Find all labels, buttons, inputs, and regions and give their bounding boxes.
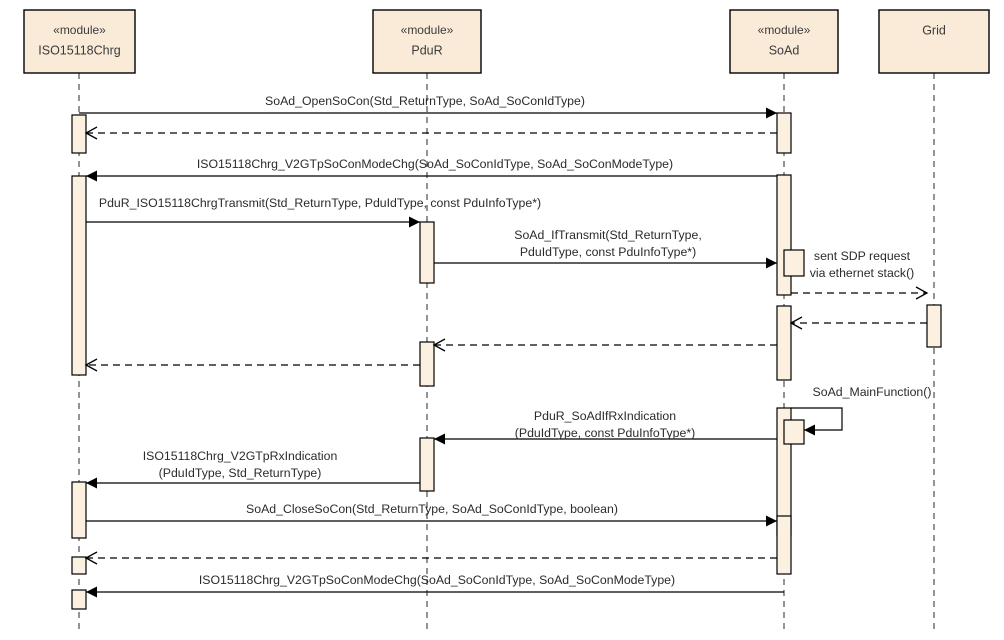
activation-bar-iso[interactable] <box>71 481 87 539</box>
activations-layer <box>71 112 942 610</box>
message-line-self <box>791 407 843 431</box>
arrowhead-filled <box>766 515 777 527</box>
activation-bar-soad[interactable] <box>776 515 792 575</box>
arrowhead-filled <box>766 257 777 269</box>
lifeline-head-soad[interactable] <box>729 9 839 74</box>
lifeline-name-pdur: PduR <box>411 43 442 57</box>
message-msg-sdp-request[interactable]: sent SDP request via ethernet stack() <box>791 249 929 300</box>
message-label: ISO15118Chrg_V2GTpSoConModeChg(SoAd_SoCo… <box>197 157 673 171</box>
arrowhead-filled <box>804 424 815 436</box>
lifeline-head-iso[interactable] <box>23 9 136 74</box>
message-label: sent SDP request <box>814 249 911 263</box>
arrowhead-open <box>84 551 98 565</box>
message-msg-soad-iftransmit[interactable]: SoAd_IfTransmit(Std_ReturnType, PduIdType… <box>434 228 777 269</box>
message-msg-iso-rxindication[interactable]: ISO15118Chrg_V2GTpRxIndication (PduIdType… <box>86 449 420 489</box>
message-msg-soad-mainfunction[interactable]: SoAd_MainFunction() <box>791 385 931 436</box>
activation-bar-pdur[interactable] <box>419 437 435 492</box>
lifeline-stereotype-pdur: «module» <box>401 23 454 37</box>
message-msg-grid-return[interactable] <box>789 316 927 330</box>
message-msg-open-socon[interactable]: SoAd_OpenSoCon(Std_ReturnType, SoAd_SoCo… <box>79 94 777 119</box>
message-label: SoAd_CloseSoCon(Std_ReturnType, SoAd_SoC… <box>246 502 618 516</box>
message-label: via ethernet stack() <box>810 266 915 280</box>
message-msg-pdur-transmit[interactable]: PduR_ISO15118ChrgTransmit(Std_ReturnType… <box>86 196 541 228</box>
lifeline-heads-layer: «module» ISO15118Chrg «module» PduR «module»… <box>23 9 990 74</box>
arrowhead-open <box>432 338 446 352</box>
message-label: (PduIdType, const PduInfoType*) <box>515 426 695 440</box>
message-label: (PduIdType, Std_ReturnType) <box>159 466 322 480</box>
arrowhead-filled <box>766 107 777 119</box>
activation-bar-iso[interactable] <box>71 114 87 154</box>
message-msg-iftransmit-return[interactable] <box>432 338 777 352</box>
lifeline-stereotype-soad: «module» <box>758 23 811 37</box>
arrowhead-filled <box>86 170 97 182</box>
activation-bar-grid[interactable] <box>926 304 942 348</box>
message-msg-pdur-rxindication[interactable]: PduR_SoAdIfRxIndication (PduIdType, const… <box>434 409 777 445</box>
lifeline-head-pdur[interactable] <box>372 9 482 74</box>
arrowhead-filled <box>434 433 445 445</box>
activation-bar-soad[interactable] <box>783 419 805 445</box>
message-label: ISO15118Chrg_V2GTpSoConModeChg(SoAd_SoCo… <box>199 573 675 587</box>
messages-layer: SoAd_OpenSoCon(Std_ReturnType, SoAd_SoCo… <box>79 94 931 598</box>
activation-bar-soad[interactable] <box>776 305 792 381</box>
message-msg-close-socon[interactable]: SoAd_CloseSoCon(Std_ReturnType, SoAd_SoC… <box>86 502 777 527</box>
message-msg-soconmodechg-2[interactable]: ISO15118Chrg_V2GTpSoConModeChg(SoAd_SoCo… <box>86 573 784 598</box>
lifeline-name-soad: SoAd <box>769 43 800 57</box>
arrowhead-filled <box>86 586 97 598</box>
message-label: PduIdType, const PduInfoType*) <box>520 245 696 259</box>
arrowhead-open <box>84 126 98 140</box>
message-label: SoAd_IfTransmit(Std_ReturnType, <box>514 228 702 242</box>
activation-bar-pdur[interactable] <box>419 341 435 387</box>
arrowhead-filled <box>86 477 97 489</box>
activation-bar-iso[interactable] <box>71 175 87 376</box>
lifeline-name-iso: ISO15118Chrg <box>38 43 121 57</box>
message-msg-pdur-transmit-return[interactable] <box>84 358 420 372</box>
lifeline-head-grid[interactable] <box>878 9 990 74</box>
arrowhead-filled <box>409 216 420 228</box>
message-msg-close-socon-return[interactable] <box>84 551 777 565</box>
message-msg-soconmodechg-1[interactable]: ISO15118Chrg_V2GTpSoConModeChg(SoAd_SoCo… <box>86 157 777 182</box>
lifeline-name-grid: Grid <box>922 23 946 37</box>
message-label: PduR_SoAdIfRxIndication <box>534 409 676 423</box>
activation-bar-soad[interactable] <box>783 249 805 277</box>
message-label: SoAd_MainFunction() <box>813 385 932 399</box>
activation-bar-pdur[interactable] <box>419 221 435 284</box>
message-label: SoAd_OpenSoCon(Std_ReturnType, SoAd_SoCo… <box>265 94 585 108</box>
message-label: PduR_ISO15118ChrgTransmit(Std_ReturnType… <box>99 196 541 210</box>
lifeline-stereotype-iso: «module» <box>53 23 106 37</box>
message-label: ISO15118Chrg_V2GTpRxIndication <box>143 449 338 463</box>
message-msg-open-socon-return[interactable] <box>84 126 777 140</box>
activation-bar-iso[interactable] <box>71 556 87 575</box>
arrowhead-open <box>915 286 929 300</box>
activation-bar-soad[interactable] <box>776 112 792 154</box>
arrowhead-open <box>84 358 98 372</box>
arrowhead-open <box>789 316 803 330</box>
activation-bar-iso[interactable] <box>71 589 87 610</box>
activation-bar-soad[interactable] <box>776 174 792 296</box>
